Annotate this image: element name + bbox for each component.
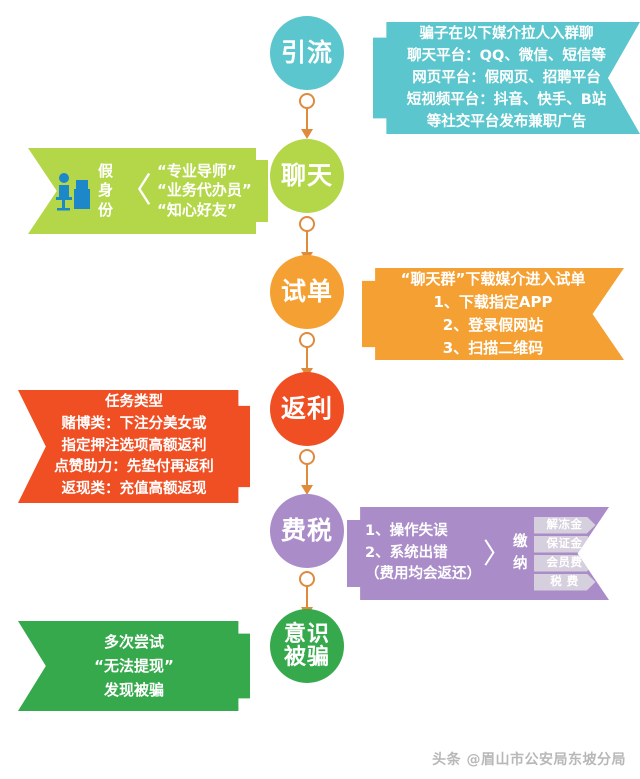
- connector-arrow-1: [297, 92, 317, 140]
- banner-aware-line2: “无法提现”: [94, 657, 174, 675]
- step-label-fee: 费税: [280, 515, 333, 545]
- banner-aware-line1: 多次尝试: [103, 633, 164, 651]
- fee-note: （费用均会返还）: [365, 566, 481, 583]
- banner-lure: 骗子在以下媒介拉人入群聊 聊天平台：QQ、微信、短信等 网页平台：假网页、招聘平…: [373, 22, 640, 134]
- step-circle-chat: 聊天: [270, 139, 344, 213]
- banner-rebate-line5: 返现类：充值高额返现: [61, 481, 207, 498]
- chat-role-3: “知心好友”: [157, 200, 237, 219]
- banner-lure-line2: 聊天平台：QQ、微信、短信等: [407, 47, 606, 64]
- step-circle-aware: 意识 被骗: [270, 609, 344, 683]
- banner-fee: 1、操作失误 2、系统出错 （费用均会返还） 〉 缴 纳 解冻金 保证金 会员费…: [347, 507, 609, 600]
- footer-watermark: 头条 @眉山市公安局东坡分局: [432, 752, 626, 768]
- step-circle-fee: 费税: [270, 494, 344, 568]
- step-circle-rebate: 返利: [270, 372, 344, 446]
- fee-pay-char-2: 纳: [513, 555, 528, 572]
- step-label-rebate: 返利: [280, 393, 333, 423]
- connector-arrow-4: [297, 448, 317, 496]
- banner-chat: 假 身 份 〈 “专业导师” “业务代办员” “知心好友”: [28, 148, 268, 234]
- banner-rebate-line4: 点赞助力：先垫付再返利: [54, 459, 214, 476]
- banner-rebate-line3: 指定押注选项高额返利: [61, 437, 207, 454]
- banner-lure-line3: 网页平台：假网页、招聘平台: [412, 69, 601, 86]
- fee-reason-1: 1、操作失误: [365, 522, 448, 539]
- step-label-chat: 聊天: [280, 160, 333, 190]
- fee-reason-2: 2、系统出错: [365, 544, 448, 561]
- fee-brace: 〉: [483, 536, 512, 570]
- banner-trial-line1: “聊天群”下载媒介进入试单: [400, 269, 586, 288]
- step-circle-trial: 试单: [270, 255, 344, 329]
- banner-rebate-line1: 任务类型: [105, 394, 163, 411]
- banner-trial-line4: 3、扫描二维码: [442, 339, 544, 358]
- chat-brace: 〈: [118, 171, 153, 211]
- banner-lure-line4: 短视频平台：抖音、快手、B站: [406, 92, 607, 109]
- banner-rebate: 任务类型 赌博类：下注分美女或 指定押注选项高额返利 点赞助力：先垫付再返利 返…: [18, 390, 250, 503]
- step-circle-lure: 引流: [270, 16, 344, 90]
- pin-arrow-down-icon: [299, 93, 315, 139]
- banner-trial-line3: 2、登录假网站: [442, 316, 544, 334]
- chat-identity-char-2: 身: [98, 181, 114, 200]
- fee-tag: 会员费: [533, 554, 596, 572]
- fee-pay-char-1: 缴: [513, 534, 528, 551]
- person-at-desk-icon: [56, 173, 90, 211]
- banner-lure-line5: 等社交平台发布兼职广告: [426, 114, 587, 131]
- fee-tag: 税 费: [533, 573, 596, 591]
- fee-tag: 保证金: [533, 535, 596, 553]
- step-label-trial: 试单: [280, 276, 333, 306]
- chat-identity-char-3: 份: [98, 200, 114, 219]
- chat-fake-identity-word: 假 身 份: [98, 162, 113, 220]
- banner-aware: 多次尝试 “无法提现” 发现被骗: [18, 621, 250, 711]
- step-label-aware-line1: 意识: [283, 621, 330, 647]
- step-label-lure: 引流: [280, 37, 333, 67]
- banner-rebate-line2: 赌博类：下注分美女或: [61, 415, 207, 432]
- chat-role-2: “业务代办员”: [157, 181, 252, 200]
- banner-trial: “聊天群”下载媒介进入试单 1、下载指定APP 2、登录假网站 3、扫描二维码: [362, 268, 624, 360]
- fee-tag: 解冻金: [533, 516, 596, 534]
- banner-aware-line3: 发现被骗: [103, 681, 164, 699]
- pin-arrow-down-icon: [299, 449, 315, 495]
- step-label-aware-line2: 被骗: [283, 645, 330, 670]
- banner-lure-line1: 骗子在以下媒介拉人入群聊: [419, 25, 594, 42]
- chat-role-1: “专业导师”: [157, 162, 237, 181]
- chat-identity-char-1: 假: [98, 162, 114, 181]
- banner-trial-line2: 1、下载指定APP: [433, 292, 553, 311]
